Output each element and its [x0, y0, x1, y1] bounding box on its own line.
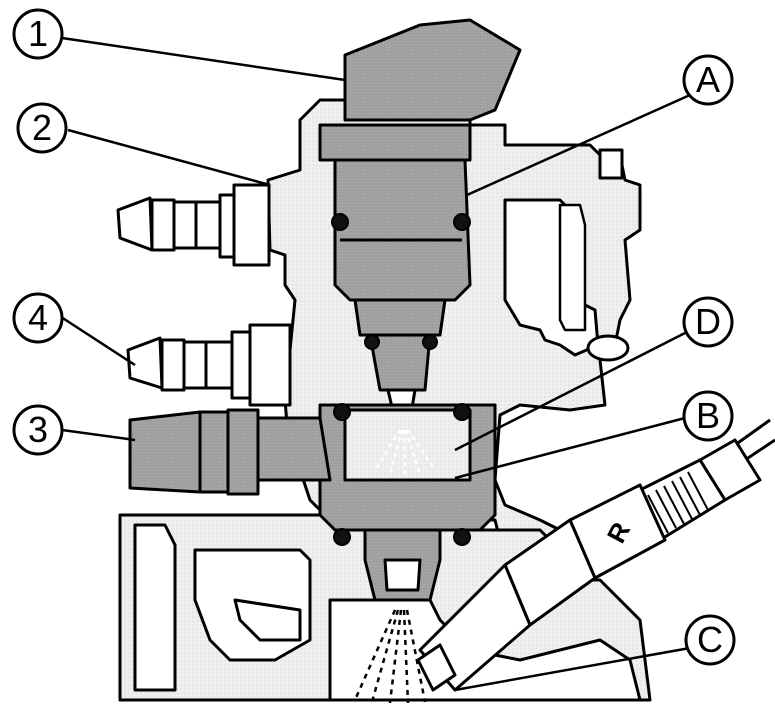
housing-slot	[558, 203, 587, 332]
leader-A	[466, 93, 691, 197]
callout-text: B	[696, 395, 720, 436]
callout-circle	[12, 292, 64, 344]
o-ring	[422, 334, 438, 350]
injector-nozzle	[368, 333, 432, 392]
leader-B	[454, 416, 686, 480]
spark-plug-electrode	[416, 643, 457, 692]
callout-d: D	[682, 296, 734, 348]
manifold-combustion-space	[328, 598, 642, 702]
callout-circle	[16, 102, 68, 154]
callout-text: 1	[28, 13, 48, 54]
o-ring	[333, 528, 351, 546]
o-ring	[364, 334, 380, 350]
leader-1	[61, 36, 346, 82]
callout-4: 4	[12, 292, 64, 344]
upper-spray	[373, 429, 437, 479]
intake-manifold	[118, 513, 652, 702]
leader-4	[57, 313, 136, 367]
injector-tip	[353, 298, 447, 337]
leader-lines	[57, 36, 691, 692]
injector	[318, 18, 522, 422]
injector-body	[333, 158, 472, 302]
callout-2: 2	[16, 102, 68, 154]
leader-2	[67, 128, 271, 187]
leader-D	[454, 331, 686, 452]
spark-plug	[416, 418, 775, 692]
callout-1: 1	[12, 8, 64, 60]
o-ring	[453, 213, 471, 231]
housing-bolt-hole	[586, 334, 630, 362]
lower-hose-nipple	[126, 323, 292, 407]
callout-text: 4	[28, 297, 48, 338]
callout-text: D	[695, 301, 721, 342]
o-ring	[453, 528, 471, 546]
lower-spray	[353, 609, 427, 704]
o-rings	[331, 213, 471, 546]
manifold-left-wall	[133, 523, 177, 692]
lower-nozzle-tip	[383, 558, 422, 592]
upper-hose-nipple	[116, 183, 271, 267]
o-ring	[453, 403, 471, 421]
leader-3	[61, 428, 136, 442]
leader-C	[454, 646, 691, 692]
callout-circle	[682, 296, 734, 348]
callout-circle	[682, 390, 734, 442]
injector-connector	[343, 18, 522, 122]
housing-clip	[598, 148, 624, 180]
mixing-chamber	[318, 403, 497, 602]
callout-labels: 1 2 3 4 A B C D	[12, 8, 736, 666]
callout-text: C	[697, 619, 723, 660]
o-ring	[333, 403, 351, 421]
manifold-tab	[233, 598, 302, 642]
chamber-spray-cavity	[343, 408, 472, 482]
callout-text: 3	[28, 409, 48, 450]
callout-circle	[682, 54, 734, 106]
callout-circle	[12, 8, 64, 60]
injector-collar	[318, 123, 472, 162]
intake-connector	[128, 408, 332, 496]
o-ring	[331, 213, 349, 231]
spark-plug-ribs	[647, 471, 709, 534]
callout-text: A	[696, 59, 720, 100]
callout-a: A	[682, 54, 734, 106]
callout-circle	[12, 404, 64, 456]
callout-text: 2	[32, 107, 52, 148]
callout-c: C	[684, 614, 736, 666]
callout-b: B	[682, 390, 734, 442]
callout-3: 3	[12, 404, 64, 456]
callout-circle	[684, 614, 736, 666]
